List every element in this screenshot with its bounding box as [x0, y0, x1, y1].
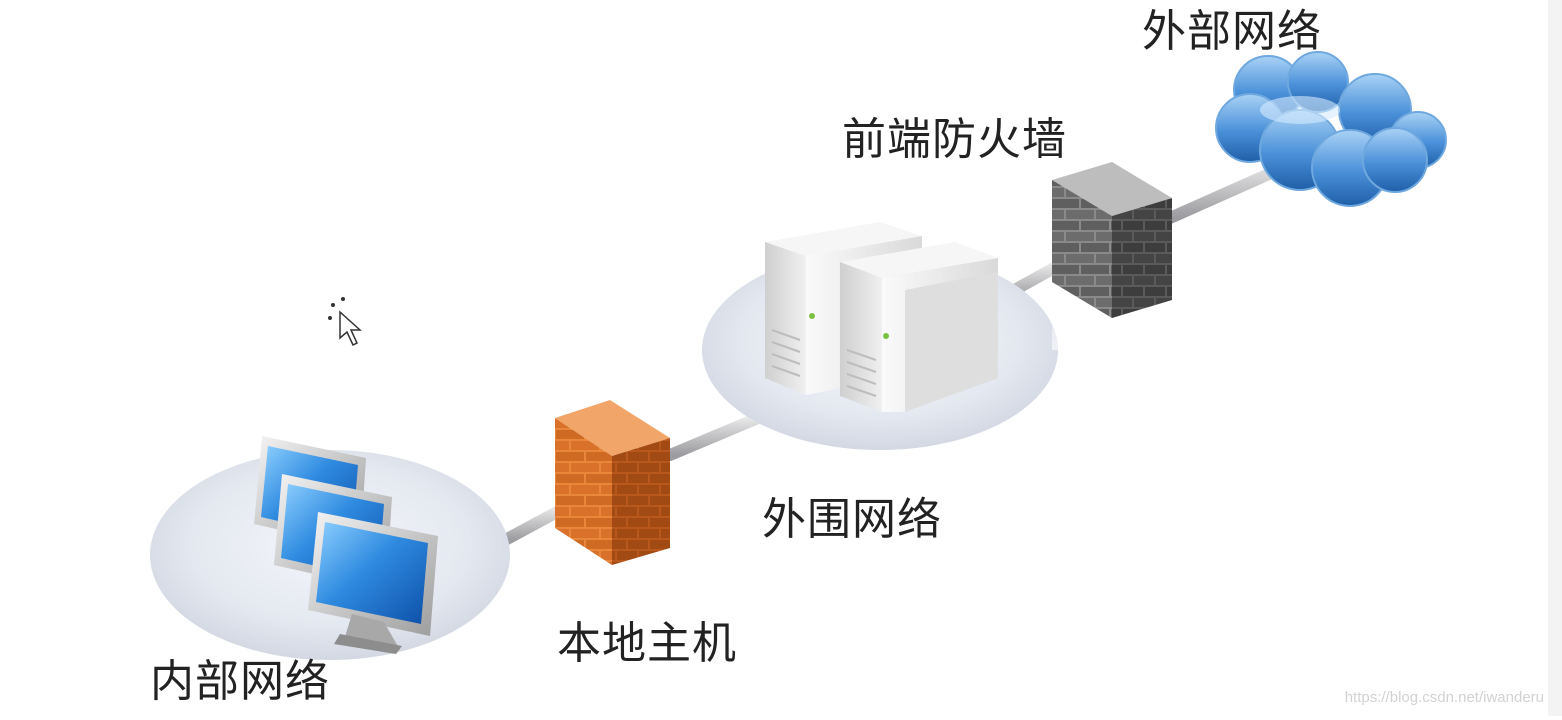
cable-local-to-perimeter — [664, 409, 771, 461]
cloud-icon — [1215, 51, 1447, 207]
local-firewall-icon — [555, 400, 670, 600]
mouse-cursor-icon — [328, 297, 362, 347]
front-firewall-icon — [1052, 162, 1172, 350]
right-edge-strip — [1548, 0, 1562, 716]
label-external-network: 外部网络 — [1142, 6, 1322, 57]
workstation-group — [254, 436, 438, 654]
label-front-firewall: 前端防火墙 — [842, 114, 1067, 165]
server-icon — [840, 242, 998, 412]
server-group — [765, 222, 998, 412]
label-local-host: 本地主机 — [557, 618, 737, 669]
label-perimeter-network: 外围网络 — [762, 494, 942, 545]
workstation-monitor-icon — [308, 512, 438, 654]
watermark: https://blog.csdn.net/iwanderu — [1344, 689, 1544, 706]
label-internal-network: 内部网络 — [150, 656, 330, 707]
